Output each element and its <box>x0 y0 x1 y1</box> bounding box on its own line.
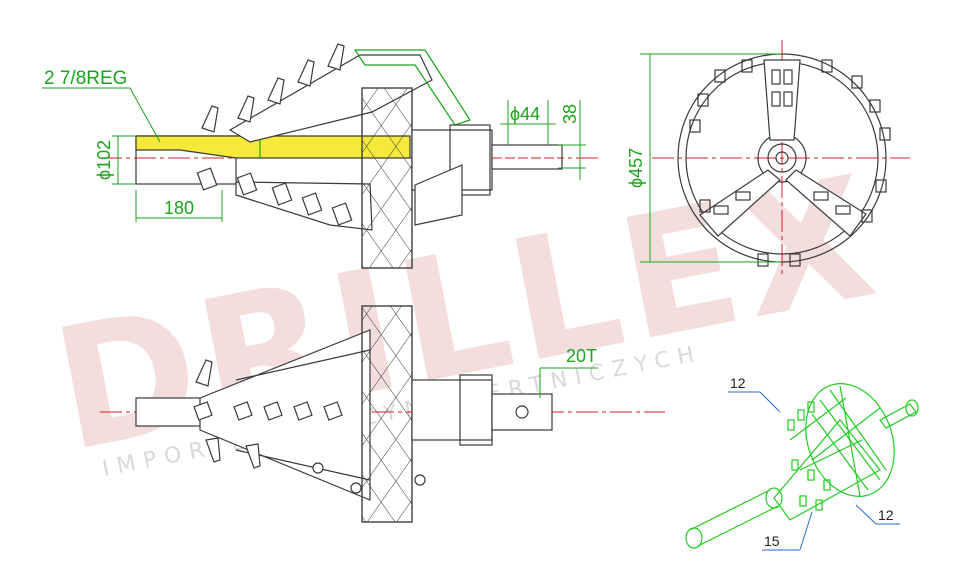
iso-shaft <box>689 489 779 547</box>
shaft-flat-label: 38 <box>560 104 580 124</box>
side-plate <box>414 164 463 226</box>
iso-top-shaft <box>879 403 917 429</box>
teeth-bottom <box>193 359 426 494</box>
front-circular-view <box>652 40 910 276</box>
front-dimensions <box>640 53 782 263</box>
arm-teeth <box>713 69 851 215</box>
bottom-side-view <box>100 305 665 523</box>
isometric-view <box>685 383 919 549</box>
hub-bottom <box>411 379 493 441</box>
tooth-size-label: 20T <box>566 346 597 366</box>
shaft-bottom <box>491 393 553 431</box>
upper-arm <box>228 54 433 143</box>
diameter-pilot-label: ϕ102 <box>94 140 114 180</box>
iso-callout-right: 12 <box>878 507 894 523</box>
teeth-upper <box>201 43 345 133</box>
top-dimensions <box>42 87 586 222</box>
top-side-view <box>100 43 600 269</box>
iso-callout-lines <box>728 391 900 551</box>
rim-teeth <box>689 59 891 267</box>
arm-top <box>763 59 801 141</box>
arm-right <box>785 169 867 237</box>
iso-callout-top: 12 <box>730 375 746 391</box>
teeth-lower <box>196 167 353 226</box>
bottom-dimensions <box>539 367 598 398</box>
diameter-total-label: ϕ457 <box>626 148 646 188</box>
iso-callout-bottom: 15 <box>764 533 780 549</box>
arm-left <box>699 169 781 237</box>
shaft-top <box>491 144 563 170</box>
thread-label: 2 7/8REG <box>44 68 127 89</box>
iso-cone <box>773 419 881 521</box>
length-pilot-label: 180 <box>164 198 194 218</box>
diameter-shaft-label: ϕ44 <box>510 104 540 124</box>
iso-teeth <box>787 401 831 511</box>
